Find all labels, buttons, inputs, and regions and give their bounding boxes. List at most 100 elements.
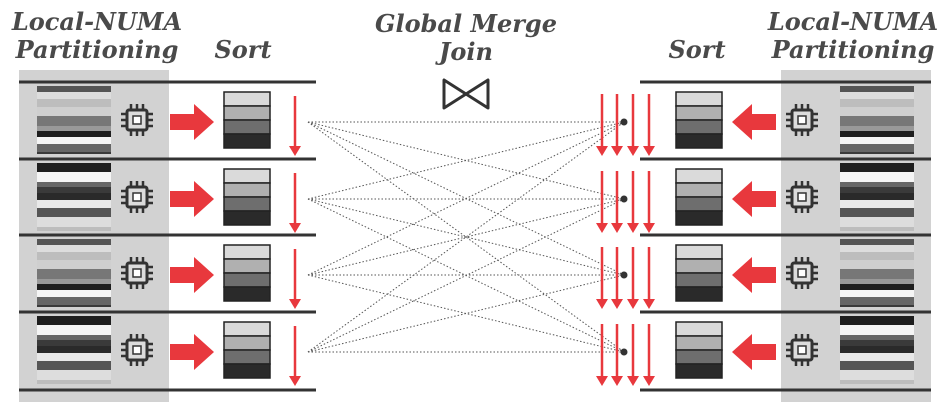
partition-stripe [37,316,111,325]
merge-point [620,195,628,203]
partition-stripe [840,269,914,279]
arrow-head [289,146,301,156]
partition-stripe [840,284,914,290]
arrow-shape [170,334,214,370]
down-arrow-icon [289,173,301,233]
partition-stripe [840,217,914,227]
partition-stripe [840,208,914,217]
partition-stripe [840,126,914,131]
merge-point [620,348,628,356]
arrow-shape [732,257,776,293]
partition-stripe [37,353,111,361]
partition-stripe [840,335,914,340]
right-sorted-run [675,244,723,302]
partition-stripe [840,182,914,187]
down-arrow-icon [289,326,301,386]
partition-stripe [37,305,111,307]
partition-stripe [37,239,111,245]
partition-stripe [37,187,111,193]
arrow-head [596,376,608,386]
down-arrow-icon [596,171,608,233]
join-icon [442,78,490,110]
arrow-head [627,223,639,233]
down-arrow-icon [643,171,655,233]
partition-stripe [840,370,914,380]
sorted-run-segment [675,335,723,351]
arrow-shape [170,257,214,293]
partition-stripe [840,116,914,126]
partition-stripe [37,92,111,99]
partition-stripe [840,137,914,144]
sorted-run-segment [675,349,723,365]
partition-stripe [37,200,111,208]
global-merge-heading-1: Global Merge [375,9,557,38]
partition-stripe [840,353,914,361]
down-arrow-icon [611,324,623,386]
arrow-head [596,223,608,233]
partition-stripe [840,325,914,335]
partition-stripe [37,131,111,137]
cpu-core [797,268,807,278]
sorted-run-segment [223,244,271,260]
down-arrow-icon [627,171,639,233]
partition-stripe [37,152,111,154]
partition-stripe [840,86,914,92]
partition-stripe [37,361,111,370]
left-partition-heading-1: Local-NUMA [11,7,182,36]
down-arrow-icon [596,94,608,156]
sorted-run-segment [675,321,723,337]
sorted-run-segment [223,210,271,226]
partition-stripe [37,193,111,200]
partition-stripe [840,252,914,260]
partition-stripe [840,290,914,297]
cpu-icon [121,181,153,213]
partition-stripe [37,245,111,252]
merge-connection-line [307,198,625,276]
down-arrow-icon [596,324,608,386]
partition-stripe [840,245,914,252]
arrow-shape [732,334,776,370]
arrow-head [611,146,623,156]
partition-stripe [840,107,914,116]
sorted-run-segment [223,182,271,198]
arrow-head [596,299,608,309]
merge-connection-line [307,121,625,276]
right-arrow-icon [170,104,214,140]
cpu-icon [121,104,153,136]
partition-stripe [840,187,914,193]
partition-stripe [840,380,914,384]
merge-connection-line [307,274,625,353]
partition-stripe [37,279,111,284]
arrow-head [289,299,301,309]
merge-point [620,271,628,279]
right-partition-heading-2: Partitioning [771,35,935,64]
right-sorted-run [675,321,723,379]
cpu-icon [786,257,818,289]
sorted-run-segment [223,321,271,337]
down-arrow-icon [627,324,639,386]
right-partition-data [840,86,914,154]
cpu-core [797,115,807,125]
arrow-head [611,223,623,233]
partition-stripe [840,163,914,172]
arrow-head [289,223,301,233]
merge-connection-line [307,198,625,276]
arrow-head [627,146,639,156]
arrow-head [596,146,608,156]
right-partition-data [840,239,914,307]
down-arrow-icon [643,247,655,309]
left-partition-data [37,163,111,231]
left-sorted-run [223,321,271,379]
sorted-run-segment [675,182,723,198]
sorted-run-segment [223,91,271,107]
partition-stripe [37,99,111,107]
down-arrow-icon [611,247,623,309]
left-sorted-run [223,244,271,302]
partition-stripe [37,335,111,340]
partition-stripe [840,227,914,231]
down-arrow-icon [627,94,639,156]
down-arrow-icon [596,247,608,309]
arrow-head [627,376,639,386]
arrow-head [643,223,655,233]
right-arrow-icon [170,257,214,293]
